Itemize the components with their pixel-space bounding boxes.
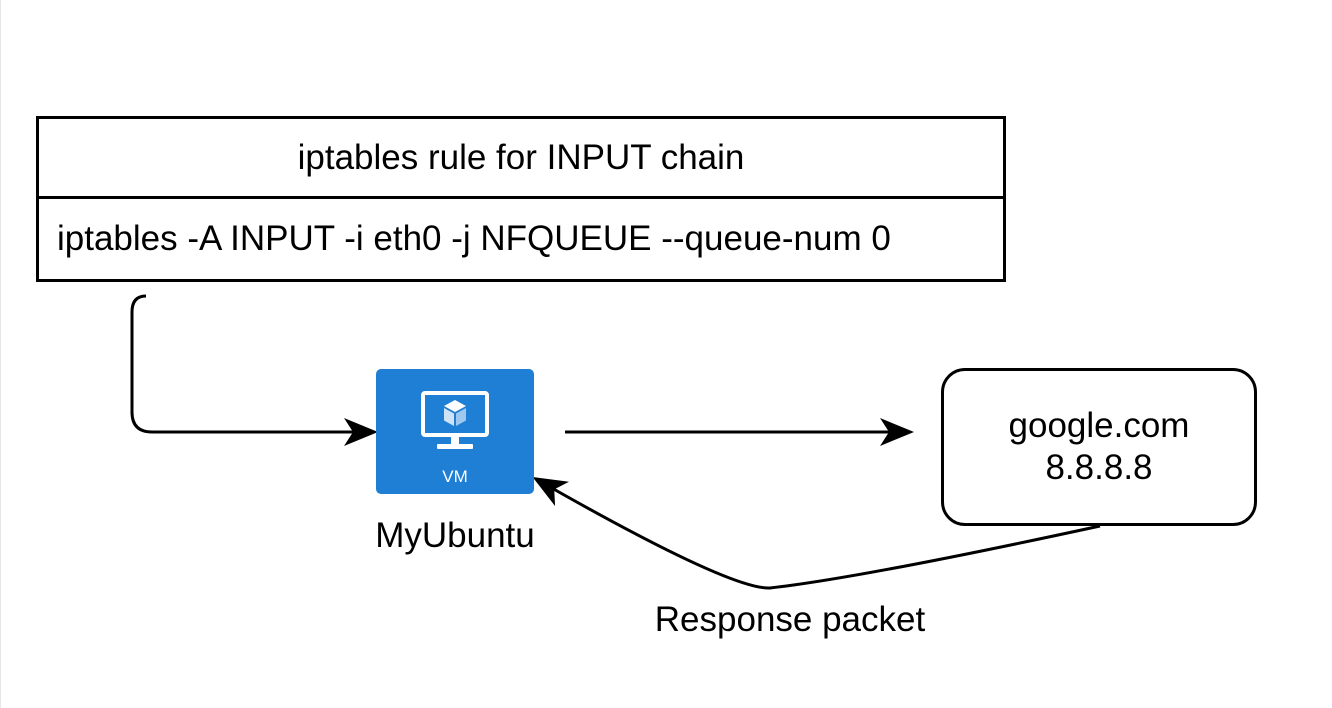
virtual-machine-icon bbox=[421, 391, 489, 449]
response-packet-label: Response packet bbox=[654, 600, 926, 639]
vm-name-label: MyUbuntu bbox=[375, 516, 535, 555]
canvas-edge bbox=[0, 0, 1, 708]
response-packet-arrow bbox=[532, 477, 1101, 590]
server-ip: 8.8.8.8 bbox=[1045, 448, 1153, 487]
rule-command-text: iptables -A INPUT -i eth0 -j NFQUEUE --q… bbox=[57, 219, 891, 258]
rule-to-vm-arrow bbox=[130, 294, 378, 446]
rule-table-title: iptables rule for INPUT chain bbox=[39, 119, 1003, 199]
vm-node[interactable]: VM bbox=[376, 369, 534, 494]
vm-badge-label: VM bbox=[442, 467, 468, 486]
google-server-node[interactable]: google.com 8.8.8.8 bbox=[941, 368, 1257, 526]
iptables-rule-table: iptables rule for INPUT chain iptables -… bbox=[36, 116, 1006, 282]
server-hostname: google.com bbox=[1008, 406, 1190, 445]
